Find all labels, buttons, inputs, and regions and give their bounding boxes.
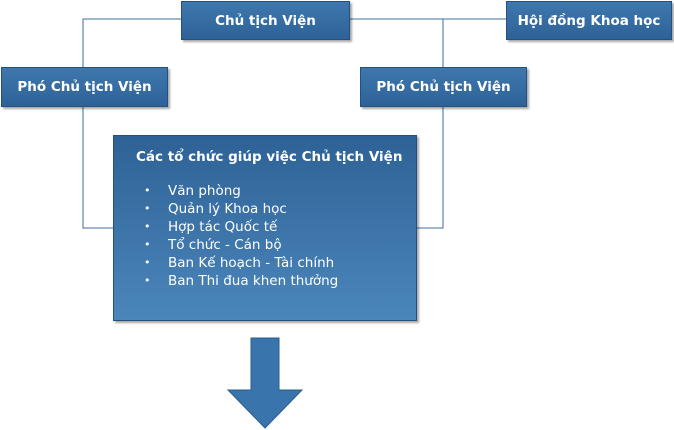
unit-label: Văn phòng: [168, 183, 241, 199]
vice-president-label: Phó Chủ tịch Viện: [17, 79, 152, 95]
list-item: • Văn phòng: [138, 182, 338, 200]
unit-label: Hợp tác Quốc tế: [168, 219, 278, 235]
down-arrow-icon: [226, 337, 304, 429]
list-item: • Ban Thi đua khen thưởng: [138, 272, 338, 290]
box-vice-president-left: Phó Chủ tịch Viện: [1, 67, 168, 107]
vice-president-label: Phó Chủ tịch Viện: [376, 79, 511, 95]
bullet-icon: •: [144, 238, 151, 251]
box-support-organizations: Các tổ chức giúp việc Chủ tịch Viện • Văn…: [113, 135, 417, 321]
president-label: Chủ tịch Viện: [215, 12, 316, 29]
unit-label: Ban Thi đua khen thưởng: [168, 273, 339, 289]
box-president: Chủ tịch Viện: [181, 1, 350, 40]
list-item: • Ban Kế hoạch - Tài chính: [138, 254, 338, 272]
connector-president-vp-left: [82, 18, 181, 67]
bullet-icon: •: [144, 184, 151, 197]
box-vice-president-right: Phó Chủ tịch Viện: [360, 67, 527, 107]
unit-label: Tổ chức - Cán bộ: [168, 237, 282, 253]
list-item: • Tổ chức - Cán bộ: [138, 236, 338, 254]
box-science-council: Hội đồng Khoa học: [506, 1, 672, 40]
list-item: • Hợp tác Quốc tế: [138, 218, 338, 236]
unit-label: Ban Kế hoạch - Tài chính: [168, 255, 335, 271]
connector-vp-left-support: [82, 107, 113, 229]
connector-vp-right-support: [417, 107, 444, 229]
council-label: Hội đồng Khoa học: [517, 12, 661, 29]
bullet-icon: •: [144, 220, 151, 233]
bullet-icon: •: [144, 256, 151, 269]
bullet-icon: •: [144, 274, 151, 287]
support-title: Các tổ chức giúp việc Chủ tịch Viện: [136, 149, 403, 165]
list-item: • Quản lý Khoa học: [138, 200, 338, 218]
unit-label: Quản lý Khoa học: [168, 201, 287, 217]
bullet-icon: •: [144, 202, 151, 215]
support-unit-list: • Văn phòng • Quản lý Khoa học • Hợp tác Qu…: [138, 182, 338, 290]
